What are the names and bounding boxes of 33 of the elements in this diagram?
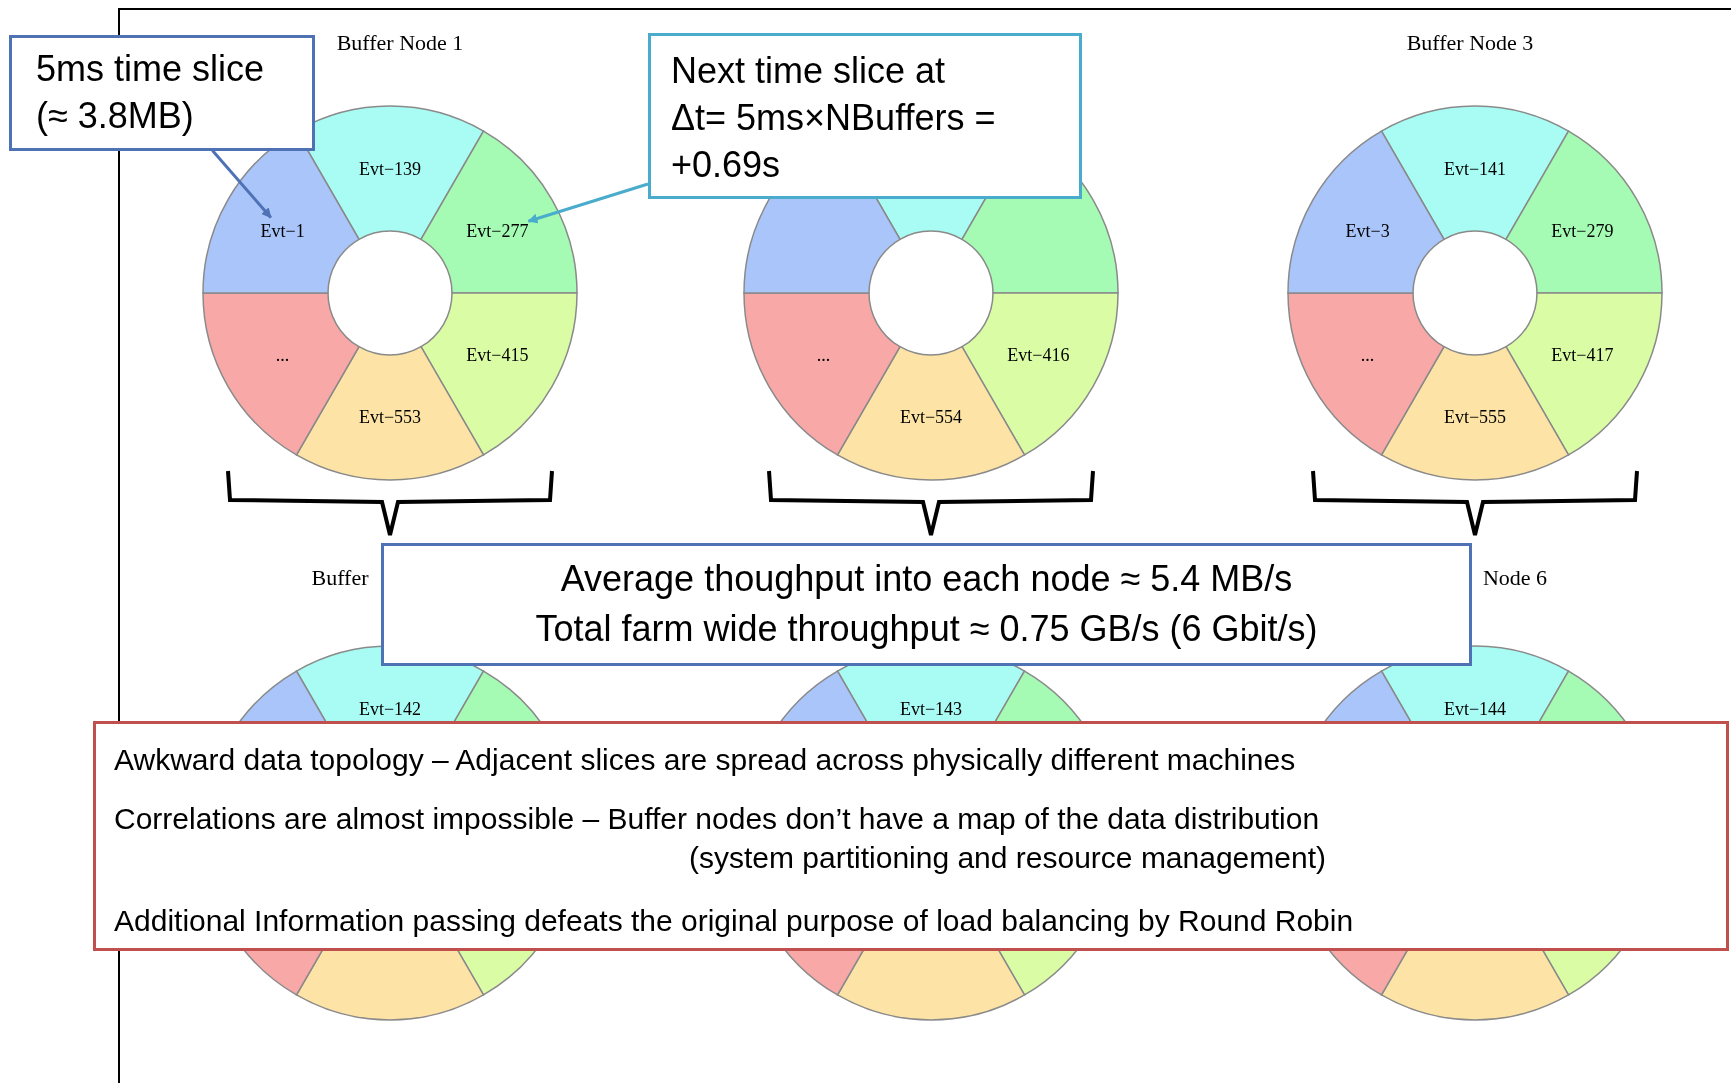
chart-title: Buffer	[311, 563, 369, 592]
arrow	[211, 149, 272, 219]
slice-label: ...	[275, 343, 290, 367]
chart-title: Buffer Node 3	[1406, 28, 1534, 57]
slice-label: Evt−139	[358, 157, 422, 181]
callout-text: 5ms time slice (≈ 3.8MB)	[36, 47, 266, 138]
callout-text: Awkward data topology – Adjacent slices are spread across physically different machines	[114, 742, 1297, 778]
slice-label: Evt−3	[1345, 219, 1390, 243]
callout-text: Next time slice at	[671, 49, 947, 93]
slice-label: Evt−417	[1551, 343, 1614, 367]
callout-text: Correlations are almost impossible – Buffer nodes don’t have a map of the data distribution	[114, 801, 1321, 837]
slice-label: Evt−279	[1551, 219, 1614, 243]
chart-title: Buffer Node 1	[336, 28, 464, 57]
slice-label: Evt−144	[1443, 697, 1507, 721]
callout-text: (system partitioning and resource management)	[688, 840, 1327, 876]
slice-label: Evt−554	[899, 405, 963, 429]
slice-label: Evt−415	[466, 343, 529, 367]
slice-label: Evt−143	[899, 697, 963, 721]
slice-label: ...	[816, 343, 831, 367]
chart-title: Node 6	[1482, 563, 1548, 592]
slice-label: Evt−555	[1443, 405, 1507, 429]
callout-text: Δt= 5ms×NBuffers = +0.69s	[671, 95, 997, 187]
callout-text: Average thoughput into each node ≈ 5.4 MB/s	[559, 557, 1294, 601]
arrow	[527, 182, 649, 224]
slice-label: Evt−142	[358, 697, 422, 721]
slice-label: Evt−277	[466, 217, 529, 245]
slice-label: Evt−141	[1443, 157, 1507, 181]
slice-label: Evt−553	[358, 405, 422, 429]
callout-text: Total farm wide throughput ≈ 0.75 GB/s (6 Gbit/s)	[534, 607, 1319, 652]
slice-label: ...	[1360, 343, 1375, 367]
callout-text: Additional Information passing defeats the original purpose of load balancing by Round Robin	[114, 903, 1355, 939]
slice-label: Evt−416	[1007, 343, 1070, 367]
slice-label: Evt−1	[260, 217, 305, 245]
